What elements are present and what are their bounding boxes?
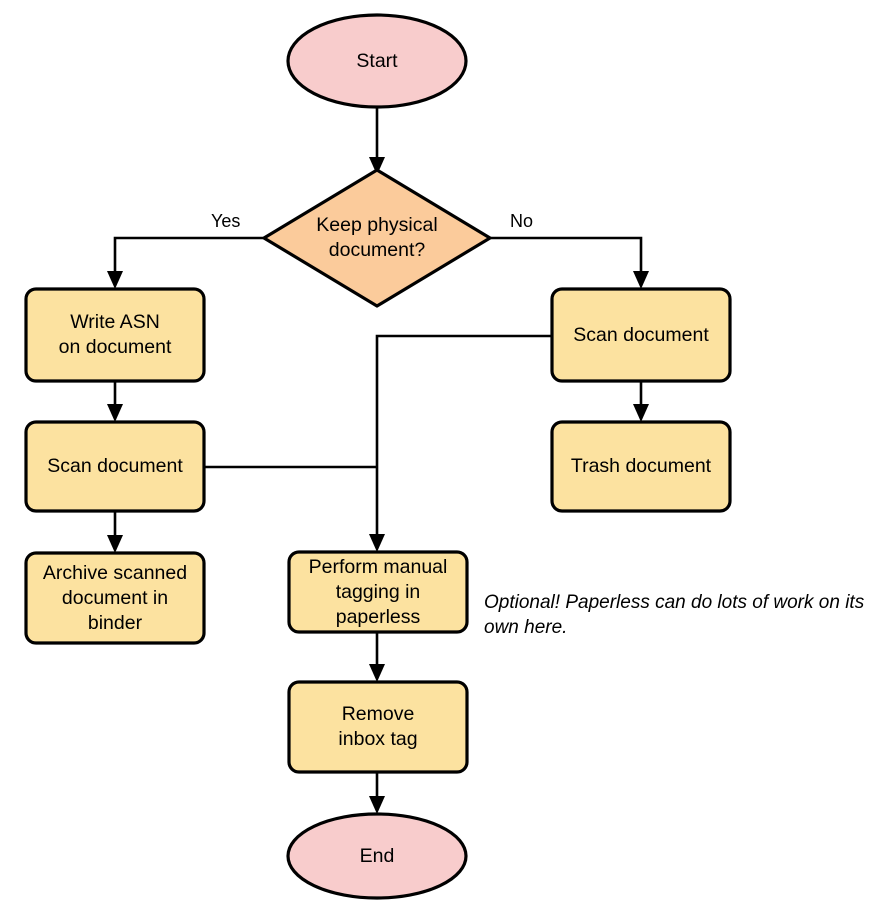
- node-start[interactable]: [286, 13, 468, 109]
- node-remove-inbox-tag[interactable]: [287, 680, 469, 774]
- edge-scan-right-to-tagging: [369, 334, 552, 552]
- node-archive-scanned-document[interactable]: [24, 551, 206, 645]
- edge-tagging-to-remove-inbox-tag: [369, 632, 385, 682]
- node-end[interactable]: [286, 812, 468, 900]
- node-keep-physical-document[interactable]: [262, 168, 492, 308]
- edge-start-to-decision: [369, 107, 385, 175]
- edge-remove-inbox-tag-to-end: [369, 772, 385, 814]
- node-trash-document[interactable]: [550, 420, 732, 513]
- edge-label-yes: Yes: [211, 211, 241, 231]
- edge-scan-right-to-trash: [633, 381, 649, 422]
- node-write-asn-on-document[interactable]: [24, 287, 206, 383]
- edge-decision-yes-to-write-asn: [107, 236, 264, 289]
- annotation-optional-note: Optional! Paperless can do lots of work …: [484, 592, 865, 638]
- edge-decision-no-to-scan-right: [490, 236, 649, 289]
- node-scan-document-right[interactable]: [550, 287, 732, 383]
- edge-write-asn-to-scan-left: [107, 381, 123, 422]
- node-perform-manual-tagging[interactable]: [287, 550, 469, 634]
- edge-label-no: No: [510, 211, 534, 231]
- node-scan-document-left[interactable]: [24, 420, 206, 513]
- edge-scan-left-to-archive: [107, 511, 123, 553]
